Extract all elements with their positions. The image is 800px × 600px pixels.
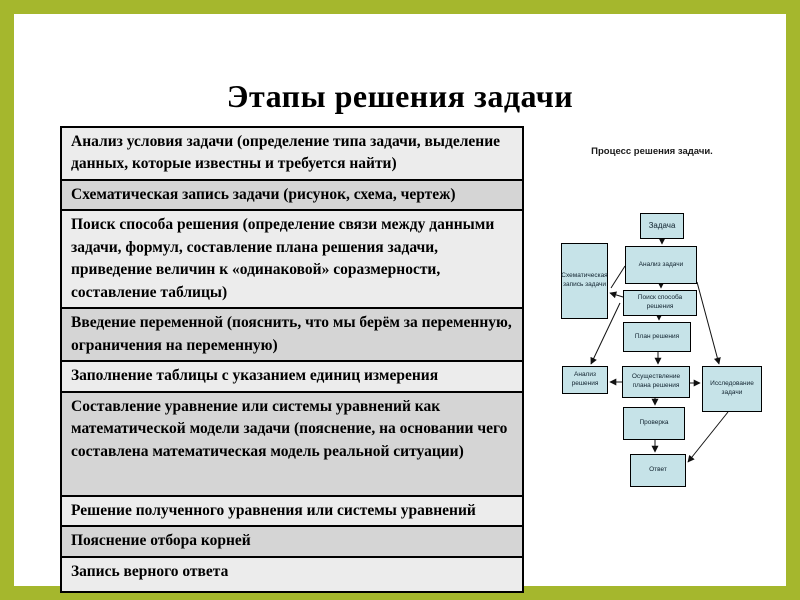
flow-node-poisk: Поиск способа решения (623, 290, 697, 316)
table-row: Запись верного ответа (62, 557, 522, 591)
flow-edge (609, 291, 624, 299)
steps-table: Анализ условия задачи (определение типа … (60, 126, 524, 593)
flow-node-otvet: Ответ (630, 454, 686, 487)
slide: Этапы решения задачи Анализ условия зада… (14, 14, 786, 593)
table-row: Составление уравнение или системы уравне… (62, 392, 522, 497)
flow-node-shem_zapis: Схематическая запись задачи (561, 243, 608, 319)
table-row: Пояснение отбора корней (62, 527, 522, 558)
flow-node-proverka: Проверка (623, 407, 685, 440)
table-row: Поиск способа решения (определение связи… (62, 211, 522, 310)
table-row: Схематическая запись задачи (рисунок, сх… (62, 180, 522, 212)
flow-node-plan: План решения (623, 322, 691, 352)
table-row: Решение полученного уравнения или систем… (62, 496, 522, 528)
table-row: Введение переменной (пояснить, что мы бе… (62, 309, 522, 363)
flow-node-analiz_resh: Анализ решения (562, 366, 608, 394)
flow-edge (696, 281, 721, 365)
flow-node-zadacha: Задача (640, 213, 684, 239)
flow-edge (610, 265, 626, 289)
table-row: Заполнение таблицы с указанием единиц из… (62, 362, 522, 393)
diagram-title: Процесс решения задачи. (591, 146, 713, 157)
flow-edge (687, 411, 729, 463)
flow-node-issled: Исследование задачи (702, 366, 762, 412)
table-row: Анализ условия задачи (определение типа … (62, 128, 522, 181)
flow-node-osushch: Осуществление плана решения (622, 366, 690, 398)
flow-node-analiz_zadachi: Анализ задачи (625, 246, 697, 284)
page-title: Этапы решения задачи (226, 78, 574, 114)
